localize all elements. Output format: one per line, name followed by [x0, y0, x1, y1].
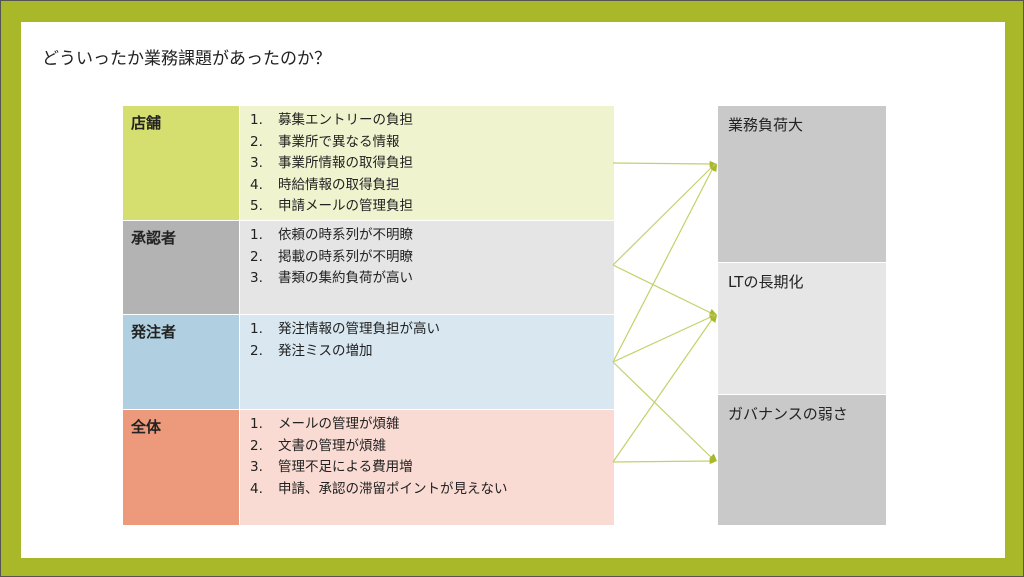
issue-item: 1.発注情報の管理負担が高い	[250, 321, 440, 337]
arrowhead-icon	[709, 308, 717, 315]
issue-item: 5.申請メールの管理負担	[250, 198, 413, 214]
issue-item: 1.メールの管理が煩雑	[250, 416, 400, 432]
issue-item: 1.募集エントリーの負担	[250, 112, 413, 128]
slide: どういったか業務課題があったのか？ 店舗 1.募集エントリーの負担 2.事業所で異な…	[21, 22, 1005, 558]
connector-line	[612, 162, 716, 165]
arrowhead-icon	[709, 160, 717, 168]
issue-item: 2.文書の管理が煩雑	[250, 437, 386, 454]
arrows	[612, 160, 717, 465]
category-issues: 1.依頼の時系列が不明瞭 2.掲載の時系列が不明瞭 3.書類の集約負荷が高い	[240, 221, 614, 314]
arrowhead-icon	[710, 164, 717, 172]
outcome-box: ガバナンスの弱さ	[718, 395, 886, 525]
issue-item: 2.掲載の時系列が不明瞭	[250, 248, 413, 265]
issue-item: 4.申請、承認の滞留ポイントが見えない	[250, 480, 508, 497]
connector-line	[612, 163, 716, 266]
category-label: 承認者	[123, 221, 239, 314]
issue-item: 3.管理不足による費用増	[250, 459, 413, 475]
arrowhead-icon	[709, 453, 717, 461]
outcome-box: 業務負荷大	[718, 106, 886, 262]
issue-item: 3.書類の集約負荷が高い	[250, 270, 413, 286]
connector-line	[612, 361, 716, 462]
connector-line	[612, 314, 716, 363]
issue-item: 4.時給情報の取得負担	[250, 176, 400, 193]
category-issues: 1.メールの管理が煩雑 2.文書の管理が煩雑 3.管理不足による費用増 4.申請、承認…	[240, 410, 614, 525]
connector-line	[612, 460, 716, 463]
issue-item: 1.依頼の時系列が不明瞭	[250, 227, 413, 243]
category-issues: 1.発注情報の管理負担が高い 2.発注ミスの増加	[240, 315, 614, 409]
issue-item: 2.発注ミスの増加	[250, 342, 373, 359]
category-label: 全体	[123, 410, 239, 525]
issue-item: 2.事業所で異なる情報	[250, 133, 400, 150]
slide-title: どういったか業務課題があったのか？	[42, 49, 331, 69]
connector-line	[612, 163, 716, 363]
category-label: 発注者	[123, 315, 239, 409]
connector-line	[612, 314, 716, 463]
issue-item: 3.事業所情報の取得負担	[250, 155, 413, 171]
category-label: 店舗	[123, 106, 239, 220]
outcome-box: LTの長期化	[718, 263, 886, 394]
arrowhead-icon	[709, 457, 717, 465]
connector-line	[612, 264, 716, 316]
arrowhead-icon	[710, 315, 717, 323]
category-issues: 1.募集エントリーの負担 2.事業所で異なる情報 3.事業所情報の取得負担 4.時給情…	[240, 106, 614, 220]
